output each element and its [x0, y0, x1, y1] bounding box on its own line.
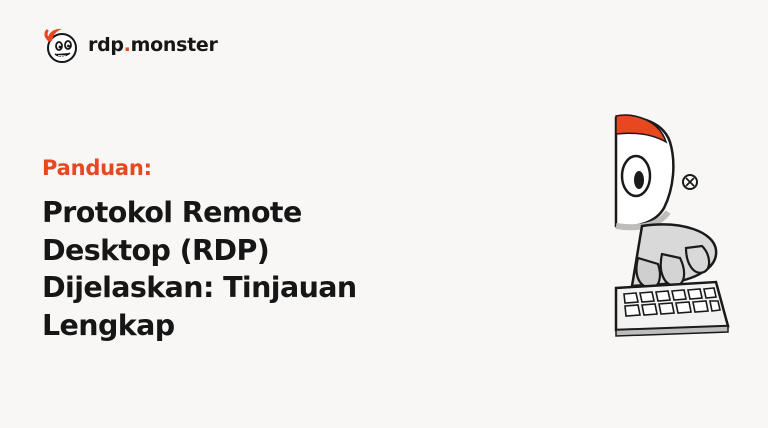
- brand-name-suffix: monster: [130, 34, 218, 56]
- title-line: Dijelaskan: Tinjauan: [42, 271, 357, 304]
- brand-name-dot: .: [123, 34, 131, 56]
- eyebrow-label: Panduan:: [42, 156, 152, 180]
- title-line: Desktop (RDP): [42, 233, 270, 267]
- monster-typing-keyboard-illustration: [614, 114, 730, 337]
- page-title: Protokol Remote Desktop (RDP) Dijelaskan…: [42, 194, 442, 344]
- title-line: Protokol Remote: [42, 196, 302, 229]
- title-line: Lengkap: [42, 308, 175, 342]
- brand-name: rdp.monster: [88, 34, 218, 56]
- brand-name-main: rdp: [88, 34, 124, 56]
- monster-logo-icon: [44, 28, 77, 63]
- brand-logo[interactable]: rdp.monster: [40, 25, 218, 65]
